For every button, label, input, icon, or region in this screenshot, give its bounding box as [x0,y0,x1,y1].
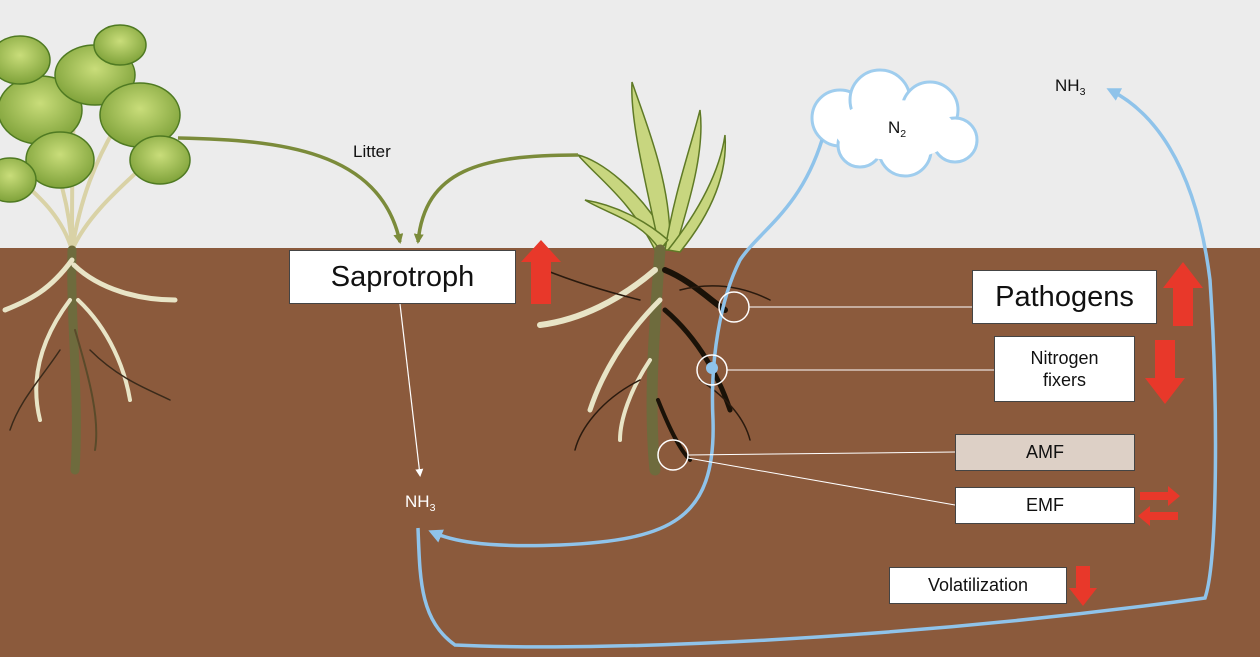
left-plant-leaves [0,24,191,203]
emf-left-arrow [1138,506,1178,526]
nh3-atmosphere-label: NH3 [1055,76,1086,98]
nh3-soil-sub: 3 [429,501,436,514]
emf-box: EMF [955,487,1135,524]
n2-label: N2 [888,118,907,140]
saprotroph-to-nh3-arrow [399,303,424,477]
nh3-atmosphere-main: NH [1055,76,1080,95]
emf-right-arrow [1140,486,1180,506]
amf-box: AMF [955,434,1135,471]
nh3-soil-main: NH [405,492,430,511]
n-fixer-nodule-dot [706,362,718,374]
cloud-shape [810,68,979,178]
middle-plant [537,81,771,476]
n2-label-sub: 2 [900,127,907,140]
left-plant [0,24,191,475]
middle-plant-roots [537,244,771,476]
pathogens-box: Pathogens [972,270,1157,324]
middle-plant-leaves [575,81,727,253]
pathogens-up-arrow [1163,262,1203,326]
saprotroph-up-arrow [521,240,561,304]
litter-label: Litter [353,142,391,161]
nitrogen-fixers-line2: fixers [1042,370,1086,390]
left-plant-roots [2,245,178,475]
emf-leader-line [687,457,956,506]
n2-label-main: N [888,118,901,137]
volatilization-down-arrow [1069,566,1097,606]
saprotroph-box: Saprotroph [289,250,516,304]
volatilization-cycle-arrow [416,88,1218,649]
litter-arrow-left [177,136,404,244]
nitrogen-fixers-line1: Nitrogen [1030,347,1099,368]
nh3-atmosphere-sub: 3 [1079,85,1086,98]
litter-arrow-right [413,153,579,244]
nitrogen-fixers-box: Nitrogen fixers [994,336,1135,402]
n2-fixation-arrow [428,139,824,548]
nfixers-down-arrow [1145,340,1185,404]
amf-leader-line [687,451,956,456]
volatilization-box: Volatilization [889,567,1067,604]
nh3-soil-label: NH3 [405,492,436,514]
